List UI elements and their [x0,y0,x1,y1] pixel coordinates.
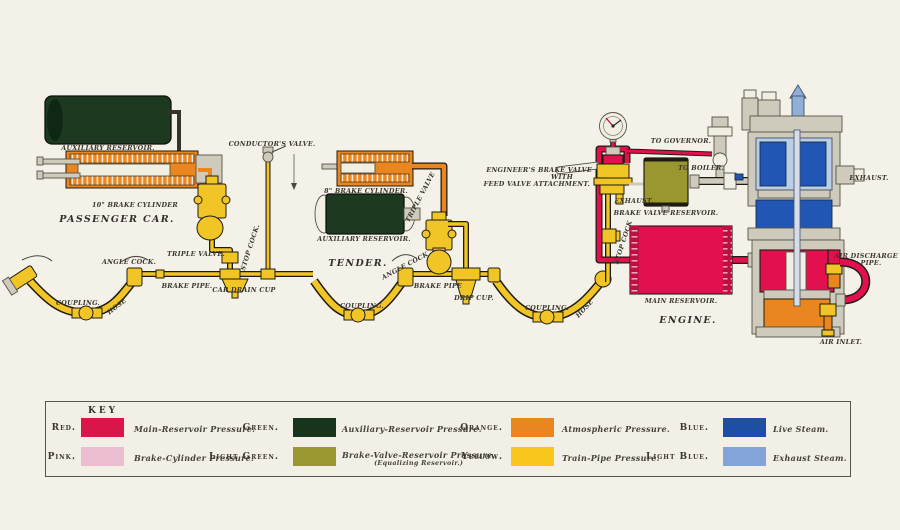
conductors-valve [262,145,297,272]
legend-desc-red: Main-Reservoir Pressure. [134,424,256,434]
label-left-coupling: COUPLING. [56,299,100,307]
legend-name-blue: Blue. [679,423,709,433]
label-right-coupling: COUPLING. [525,304,569,312]
legend-name-pink: Pink. [47,452,76,462]
label-passenger-triple-valve: TRIPLE VALVE. [167,250,225,258]
boiler-pipe [689,172,752,190]
legend-swatch-red [81,418,124,437]
legend-desc-blue: Live Steam. [773,424,829,434]
label-pump-exhaust: EXHAUST. [848,174,888,182]
right-coupling [532,309,564,325]
air-discharge-pipe [835,257,871,307]
label-brake-valve-line3: FEED VALVE ATTACHMENT. [483,180,590,188]
label-middle-coupling: COUPLING. [340,302,384,310]
legend-swatch-light-green [293,447,336,466]
legend-swatch-pink [81,447,124,466]
legend-desc-light-green: Brake-Valve-Reservoir Pressure.(Equalizi… [342,450,495,467]
label-brake-valve-line1: ENGINEER'S BRAKE VALVE [485,166,592,174]
left-coupling [71,305,103,321]
label-car-drain-cup: CAR DRAIN CUP [212,286,275,294]
legend-swatch-blue [723,418,766,437]
legend-swatch-orange [511,418,554,437]
legend-desc-light-green-line1: Brake-Valve-Reservoir Pressure. [342,450,496,460]
passenger-auxiliary-reservoir [44,95,181,152]
legend-title: KEY [88,406,119,416]
legend-desc-green: Auxiliary-Reservoir Pressure. [342,424,482,434]
passenger-angle-cock [120,256,149,287]
main-reservoir [629,225,733,295]
engine-section [555,112,756,295]
label-passenger-aux-reservoir: AUXILIARY RESERVOIR. [60,144,155,152]
passenger-pipe-fittings [1,255,276,321]
engineers-brake-valve [555,146,646,205]
legend-name-green: Green. [242,423,279,433]
tender-triple-valve [421,211,469,275]
label-main-reservoir: MAIN RESERVOIR. [644,297,718,305]
passenger-car-section [1,95,297,321]
legend-desc-light-green-line2: (Equalizing Reservoir.) [374,459,464,467]
label-air-discharge-line1: AIR DISCHARGE [833,252,898,260]
label-passenger-brake-pipe: BRAKE PIPE. [161,282,213,290]
passenger-stop-cock [221,251,239,264]
label-drip-cup: DRIP CUP. [453,294,494,302]
air-inlet-fitting [819,303,837,337]
label-passenger-brake-cylinder: 10" BRAKE CYLINDER [92,201,178,209]
label-passenger-stop-cock: STOP COCK. [239,223,261,271]
legend-name-red: Red. [51,423,76,433]
legend-name-light-green: Light Green. [209,452,279,462]
pump-exhaust-fitting [835,165,865,185]
label-tender-title: TENDER. [328,258,387,269]
legend-desc-pink: Brake-Cylinder Pressure. [134,453,255,463]
label-valve-exhaust: EXHAUST. [613,197,653,205]
pump-governor [707,116,733,185]
legend-name-orange: Orange. [460,423,503,433]
tender-auxiliary-reservoir [314,193,421,235]
air-pump [741,84,871,338]
legend-swatch-green [293,418,336,437]
label-to-boiler: TO BOILER. [678,164,724,172]
pump-piston-rod [793,129,801,307]
legend-desc-orange: Atmospheric Pressure. [562,424,671,434]
legend-desc-light-blue: Exhaust Steam. [773,453,847,463]
legend-swatch-yellow [511,447,554,466]
legend-name-yellow: Yellow. [461,452,503,462]
label-tender-aux-reservoir: AUXILIARY RESERVOIR. [316,235,411,243]
legend-swatch-light-blue [723,447,766,466]
label-tender-brake-cylinder: 8" BRAKE CYLINDER. [324,187,408,195]
label-to-governor: TO GOVERNOR. [651,137,712,145]
left-hose-end-fitting [1,265,38,296]
tender-section [314,150,564,325]
legend-key-box: KEY Red. Main-Reservoir Pressure. Pink. … [45,401,851,477]
legend-desc-yellow: Train-Pipe Pressure. [562,453,660,463]
legend-name-light-blue: Light Blue. [646,452,709,462]
label-passenger-angle-cock: ANGLE COCK. [101,258,156,266]
label-tender-brake-pipe: BRAKE PIPE [413,282,462,290]
label-brake-valve-line2: WITH [551,173,574,181]
label-conductors-valve: CONDUCTOR'S VALVE. [229,140,316,148]
tender-pipe-fittings [343,254,564,325]
label-engine-title: ENGINE. [658,315,717,326]
drip-cup [451,267,481,305]
passenger-brake-cylinder [36,150,223,189]
passenger-triple-valve [193,175,231,241]
passenger-triple-valve-pipe [209,236,239,272]
brake-valve-reservoir [643,157,689,213]
label-air-inlet: AIR INLET. [819,338,862,346]
middle-coupling [343,307,375,323]
label-brake-valve-reservoir: BRAKE VALVE RESERVOIR. [613,209,719,217]
tender-angle-cock [391,254,417,287]
pump-steam-cylinder [747,131,865,241]
car-drain-cup [219,268,249,299]
pressure-gauge [599,112,627,143]
tender-brake-cylinder [321,150,448,216]
label-air-discharge-line2: PIPE. [860,259,882,267]
label-passenger-car-title: PASSENGER CAR. [58,214,175,225]
